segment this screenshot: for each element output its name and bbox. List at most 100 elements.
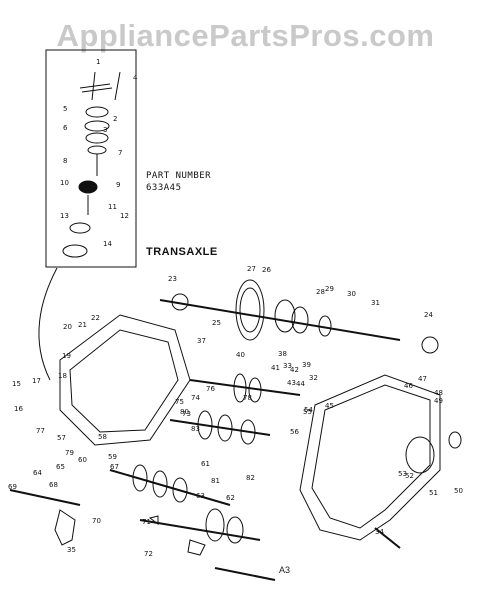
callout-14: 14 [103,240,112,248]
callout-26: 26 [262,266,271,274]
callout-64: 64 [33,469,42,477]
callout-45: 45 [325,402,334,410]
callout-58: 58 [98,433,107,441]
callout-4: 4 [133,74,138,82]
callout-29: 29 [325,285,334,293]
callout-77: 77 [36,427,45,435]
callout-19: 19 [62,352,71,360]
callout-30: 30 [347,290,356,298]
callout-47: 47 [418,375,427,383]
callout-8: 8 [63,157,67,165]
callout-79: 79 [65,449,74,457]
callout-73: 73 [182,410,191,418]
callout-82: 82 [246,474,255,482]
callout-75: 75 [175,398,184,406]
callout-46: 46 [404,382,413,390]
callout-23: 23 [168,275,177,283]
upper-shaft [159,299,401,341]
right-drum [405,436,435,474]
callout-69: 69 [8,483,17,491]
callout-83: 83 [191,425,200,433]
callout-20: 20 [63,323,72,331]
page-code: A3 [279,565,291,575]
callout-62: 62 [226,494,235,502]
callout-59: 59 [108,453,117,461]
callout-35: 35 [67,546,76,554]
callout-54: 54 [304,406,313,414]
callout-13: 13 [60,212,69,220]
callout-21: 21 [78,321,87,329]
left-axle [9,489,81,506]
callout-1: 1 [96,58,100,66]
callout-18: 18 [58,372,67,380]
callout-55: 55 [303,408,312,416]
callout-50: 50 [454,487,463,495]
callout-72: 72 [144,550,153,558]
right-housing [299,374,441,541]
callout-24: 24 [424,311,433,319]
assembly-title: TRANSAXLE [146,246,218,258]
callout-52: 52 [405,472,414,480]
callout-11: 11 [108,203,117,211]
output-shaft [139,519,261,541]
inset-shaft-assembly [62,71,121,258]
left-housing-inner [69,329,179,433]
callout-32: 32 [309,374,318,382]
part-number-label: PART NUMBER [146,171,212,181]
callout-16: 16 [14,405,23,413]
callout-44: 44 [296,380,305,388]
callout-17: 17 [32,377,41,385]
callout-41: 41 [271,364,280,372]
lower-shaft [169,419,271,436]
callout-63: 63 [196,492,205,500]
callout-10: 10 [60,179,69,187]
callout-78: 78 [243,394,252,402]
inset-frame [45,49,137,268]
callout-5: 5 [63,105,67,113]
callout-57: 57 [57,434,66,442]
callout-25: 25 [212,319,221,327]
callout-28: 28 [316,288,325,296]
callout-71: 71 [142,518,151,526]
callout-42: 42 [290,366,299,374]
bottom-axle [214,567,276,581]
part-number: 633A45 [146,183,182,193]
callout-56: 56 [290,428,299,436]
callout-3: 3 [103,126,107,134]
callout-34: 34 [375,528,384,536]
left-housing [59,314,191,446]
callout-7: 7 [118,149,122,157]
callout-40: 40 [236,351,245,359]
drive-shaft [109,469,231,506]
middle-shaft [189,379,301,396]
callout-48: 48 [434,389,443,397]
callout-67: 67 [110,463,119,471]
callout-9: 9 [116,181,120,189]
callout-27: 27 [247,265,256,273]
callout-38: 38 [278,350,287,358]
callout-65: 65 [56,463,65,471]
callout-15: 15 [12,380,21,388]
callout-70: 70 [92,517,101,525]
callout-6: 6 [63,124,68,132]
bolt [374,527,401,549]
callout-2: 2 [113,115,117,123]
callout-53: 53 [398,470,407,478]
callout-76: 76 [206,385,215,393]
callout-74: 74 [191,394,200,402]
callout-68: 68 [49,481,58,489]
callout-60: 60 [78,456,87,464]
callout-61: 61 [201,460,210,468]
callout-12: 12 [120,212,129,220]
shift-fork [54,509,76,546]
callout-31: 31 [371,299,380,307]
inset-leader [38,267,58,381]
callout-51: 51 [429,489,438,497]
callout-39: 39 [302,361,311,369]
callout-37: 37 [197,337,206,345]
callout-81: 81 [211,477,220,485]
callout-33: 33 [283,362,292,370]
